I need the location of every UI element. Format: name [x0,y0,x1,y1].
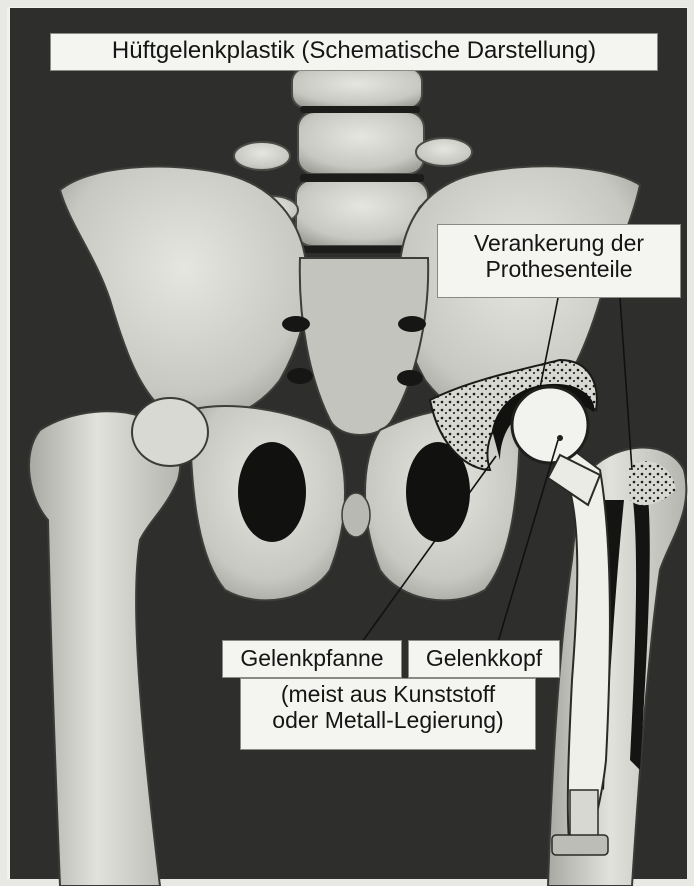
socket-label: Gelenkpfanne [222,640,402,678]
obturator-foramen-left [238,442,306,542]
material-label: (meist aus Kunststoff oder Metall-Legier… [240,678,536,750]
head-label: Gelenkkopf [408,640,560,678]
anchoring-label-line1: Verankerung der [438,231,680,257]
coccyx [342,493,370,537]
prosthesis-head [512,387,588,463]
femoral-head-natural [132,398,208,466]
material-label-line1: (meist aus Kunststoff [241,682,535,708]
anchoring-label: Verankerung der Prothesenteile [437,224,681,298]
anchoring-label-line2: Prothesenteile [438,257,680,283]
material-label-line2: oder Metall-Legierung) [241,708,535,734]
figure-title: Hüftgelenkplastik (Schematische Darstell… [50,33,658,71]
